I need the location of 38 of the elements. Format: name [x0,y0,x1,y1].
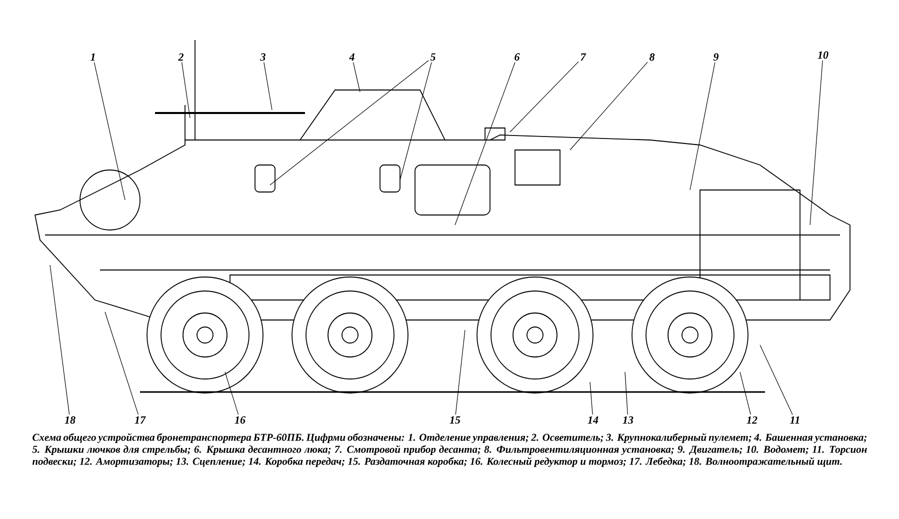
leader-line [570,62,648,150]
callout-number: 3 [260,53,266,61]
callout-number: 9 [713,53,719,61]
leader-line [50,264,70,415]
leader-line [352,62,360,92]
leader-line [590,382,593,415]
callout-number: 10 [818,51,828,59]
callout-number: 2 [178,53,184,61]
callout-number: 8 [649,53,655,61]
callout-number: 17 [134,416,146,424]
leader-line [740,372,751,415]
leader-line [104,312,139,415]
callout-number: 16 [234,416,246,424]
leader-line [690,62,716,190]
leader-line [182,62,190,118]
callout-number: 6 [514,53,520,61]
callout-number: 18 [64,416,76,424]
leader-line [624,372,628,415]
callout-number: 4 [349,53,354,61]
leader-line [264,62,272,110]
leader-line [454,62,516,226]
leader-line [810,60,823,226]
callout-number: 14 [588,416,598,424]
callout-number: 7 [580,53,586,61]
callout-number: 5 [430,53,436,61]
caption: Схема общего устройства бронетранспортера БТР-60ПБ. Цифрми обозначены: 1. Отделение управления; 2. Осветитель; 3. Крупнокалиберный пулемет; 4. Башенная установка; 5. Крышки лючков для стрельбы; 6. Крышка десантного люка; 7. Смотровой прибор десанта; 8. Фильтровентиляционная установка; 9. Двигатель; 10. Водомет; 11. Торсион подвески; 12. Амортизаторы; 13. Сцепление; 14. Коробка передач; 15. Раздаточная коробка; 16. Колесный редуктор и тормоз; 17. Лебедка; 18. Волноотражательный щит. [32,433,867,468]
leader-line [510,61,579,132]
leader-line [270,60,429,186]
leader-line [400,62,432,180]
leader-line [94,62,126,200]
callout-number: 12 [746,416,758,424]
callout-number: 1 [90,53,95,61]
leader-line [455,330,466,415]
leader-line [224,372,239,415]
callout-number: 11 [790,416,800,424]
callout-number: 13 [622,416,634,424]
callout-number: 15 [450,416,460,424]
leader-line [760,344,793,415]
